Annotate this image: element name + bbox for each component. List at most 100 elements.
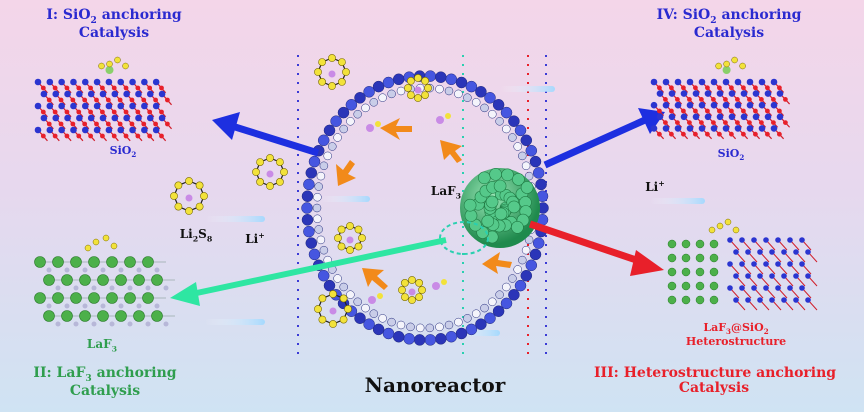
la-atom (106, 256, 118, 268)
s-atom (441, 279, 447, 285)
f-atom (64, 267, 70, 273)
la-atom (667, 253, 677, 263)
shell-bead (413, 334, 426, 346)
la-atom (70, 256, 82, 268)
si-atom (722, 78, 730, 86)
s-atom (102, 234, 110, 242)
si-atom (757, 297, 763, 303)
si-atom (674, 101, 682, 109)
o-atom (76, 109, 82, 115)
si-atom (674, 78, 682, 86)
o-atom (741, 131, 746, 137)
si-atom (763, 285, 769, 291)
s-atom (110, 242, 118, 250)
shell-bead (492, 99, 505, 111)
shell-bead (475, 86, 487, 98)
laf3-atom (501, 168, 514, 182)
si-atom (662, 125, 670, 132)
si-atom (70, 102, 77, 110)
si-atom (40, 90, 48, 98)
li-atom (722, 66, 731, 74)
si-atom (662, 78, 670, 86)
o-atom (687, 97, 692, 102)
laf3-atom (512, 173, 525, 186)
o-atom (129, 121, 135, 127)
o-atom (723, 97, 728, 102)
o-atom (40, 85, 46, 91)
o-atom (129, 97, 135, 103)
si-atom (650, 78, 658, 86)
la-atom (97, 274, 109, 286)
shell-bead (345, 99, 358, 111)
si-atom (775, 261, 781, 267)
shell-bead (521, 245, 531, 255)
si-atom (740, 113, 748, 121)
shell-bead (301, 190, 314, 202)
s-atom (708, 226, 716, 234)
shell-bead (524, 235, 534, 245)
shell-bead (303, 225, 315, 238)
shell-bead (382, 327, 395, 340)
o-atom (123, 133, 129, 139)
shell-bead (529, 248, 542, 261)
si-atom (111, 90, 119, 98)
f-atom (127, 285, 133, 291)
si-atom (716, 90, 724, 97)
o-atom (753, 108, 758, 114)
si-atom (105, 126, 113, 134)
la-atom (709, 253, 719, 263)
f-atom (109, 285, 115, 291)
si-atom (739, 261, 745, 267)
s-atom (716, 222, 724, 230)
la-atom (115, 274, 127, 286)
si-atom (764, 90, 772, 97)
la-atom (34, 256, 46, 268)
la-atom (667, 295, 677, 305)
si-atom (34, 102, 42, 110)
shell-bead (435, 333, 447, 345)
si-atom (46, 102, 54, 110)
polysulfide-ring (314, 290, 352, 328)
o-atom (147, 133, 153, 139)
shell-bead (353, 297, 362, 307)
laf3-nanoparticle (460, 168, 540, 248)
shell-bead (403, 333, 415, 345)
li-ion-streak (500, 86, 555, 92)
o-atom (765, 108, 770, 114)
shell-bead (319, 161, 329, 171)
f-atom (73, 321, 79, 327)
si-atom (117, 78, 125, 86)
s-atom (739, 62, 746, 70)
s-atom (84, 244, 92, 252)
si-atom (733, 273, 739, 279)
o-atom (711, 97, 716, 102)
o-atom (40, 133, 46, 139)
si-atom (81, 78, 89, 86)
shell-bead (525, 144, 538, 157)
la-atom (79, 310, 91, 322)
la-atom (115, 310, 127, 322)
s-atom (122, 62, 129, 70)
shell-bead (363, 86, 375, 98)
la-atom (695, 253, 705, 263)
si-atom (129, 78, 136, 86)
shell-bead (514, 279, 527, 292)
o-atom (705, 131, 710, 137)
shell-bead (333, 133, 342, 142)
si-atom (123, 114, 130, 122)
shell-bead (465, 80, 478, 93)
o-atom (747, 97, 752, 102)
o-atom (76, 133, 82, 139)
o-atom (82, 121, 88, 127)
shell-bead (305, 167, 318, 179)
si-atom (799, 285, 805, 291)
o-atom (765, 85, 770, 91)
la-atom (61, 310, 73, 322)
la-atom (681, 253, 691, 263)
shell-bead (316, 235, 326, 245)
o-atom (663, 97, 668, 102)
la-atom (695, 281, 705, 291)
